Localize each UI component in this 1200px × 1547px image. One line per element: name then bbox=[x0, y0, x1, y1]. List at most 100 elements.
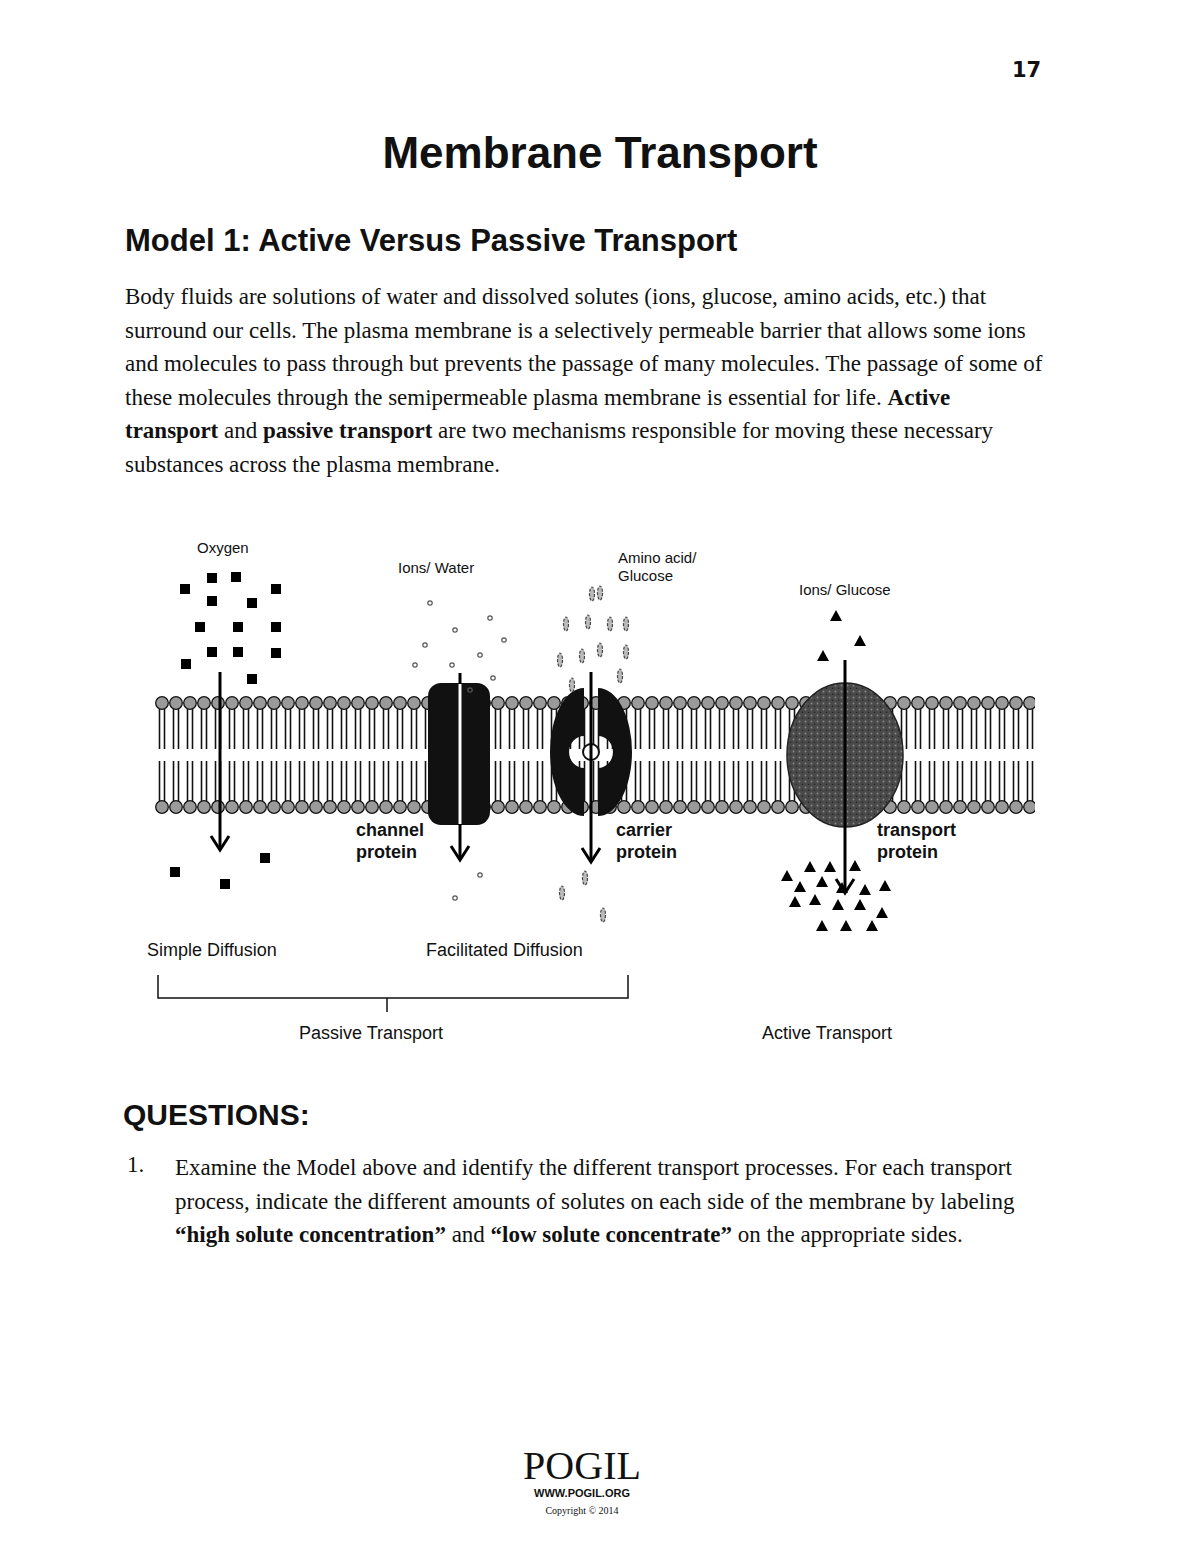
oxygen-molecule bbox=[170, 867, 180, 877]
ion-particle bbox=[450, 663, 454, 667]
bold-term: passive transport bbox=[263, 418, 432, 443]
page-title: Membrane Transport bbox=[0, 128, 1200, 178]
oxygen-molecule bbox=[207, 596, 217, 606]
bold-term: “high solute concentration” bbox=[175, 1222, 446, 1247]
question-number: 1. bbox=[127, 1151, 144, 1179]
ion-triangle bbox=[859, 884, 871, 895]
publisher-url: WWW.POGIL.ORG bbox=[432, 1487, 732, 1500]
glucose-molecule bbox=[624, 645, 629, 659]
oxygen-molecule bbox=[220, 879, 230, 889]
solute-label: Ions/ Glucose bbox=[799, 581, 891, 599]
protein-label: channel protein bbox=[356, 820, 448, 863]
ion-particle bbox=[423, 643, 427, 647]
glucose-molecule bbox=[583, 871, 588, 885]
oxygen-molecule bbox=[260, 853, 270, 863]
ion-particle bbox=[491, 676, 495, 680]
bold-term: “low solute concentrate” bbox=[491, 1222, 732, 1247]
oxygen-molecule bbox=[180, 584, 190, 594]
glucose-molecule bbox=[590, 587, 595, 601]
ion-triangle bbox=[866, 920, 878, 931]
bracket-line bbox=[386, 998, 388, 1012]
glucose-molecule bbox=[564, 617, 569, 631]
arrow-head bbox=[211, 836, 229, 850]
protein-label: carrier protein bbox=[616, 820, 708, 863]
oxygen-molecule bbox=[181, 659, 191, 669]
arrow-line bbox=[590, 672, 593, 862]
process-label: Simple Diffusion bbox=[147, 940, 277, 962]
glucose-molecule bbox=[624, 617, 629, 631]
arrow-line bbox=[459, 684, 462, 824]
ion-triangle bbox=[794, 881, 806, 892]
category-label: Passive Transport bbox=[299, 1023, 443, 1045]
question-text: on the appropriate sides. bbox=[738, 1222, 963, 1247]
glucose-molecule bbox=[608, 617, 613, 631]
channel-protein-shape bbox=[428, 683, 490, 825]
arrow-line bbox=[459, 673, 462, 860]
oxygen-molecule bbox=[207, 647, 217, 657]
paragraph-text: and bbox=[224, 418, 257, 443]
glucose-molecule bbox=[618, 669, 623, 683]
arrow-head bbox=[451, 846, 469, 860]
particles bbox=[170, 572, 891, 931]
ion-triangle bbox=[830, 610, 842, 621]
ion-particle bbox=[478, 653, 482, 657]
carrier-protein-shape bbox=[550, 688, 584, 816]
ion-triangle bbox=[817, 650, 829, 661]
solute-label: Ions/ Water bbox=[398, 559, 474, 577]
ion-particle bbox=[468, 688, 472, 692]
intro-paragraph: Body fluids are solutions of water and d… bbox=[125, 280, 1043, 481]
arrows bbox=[211, 660, 854, 893]
solute-label: Amino acid/ Glucose bbox=[618, 549, 728, 585]
arrow-line bbox=[844, 660, 847, 893]
oxygen-molecule bbox=[233, 647, 243, 657]
category-label: Active Transport bbox=[762, 1023, 892, 1045]
oxygen-molecule bbox=[207, 573, 217, 583]
ion-triangle bbox=[789, 896, 801, 907]
ion-triangle bbox=[854, 635, 866, 646]
ion-particle bbox=[453, 896, 457, 900]
ion-triangle bbox=[816, 920, 828, 931]
glucose-molecule bbox=[580, 649, 585, 663]
ion-triangle bbox=[816, 876, 828, 887]
oxygen-molecule bbox=[271, 622, 281, 632]
protein-label: transport protein bbox=[877, 820, 987, 863]
glucose-molecule bbox=[558, 653, 563, 667]
bracket bbox=[158, 975, 628, 1012]
ion-particle bbox=[413, 663, 417, 667]
bracket-line bbox=[158, 975, 628, 998]
oxygen-molecule bbox=[271, 648, 281, 658]
arrow-head bbox=[582, 848, 600, 862]
ion-triangle bbox=[849, 860, 861, 871]
solute-label: Oxygen bbox=[197, 539, 249, 557]
ion-triangle bbox=[840, 920, 852, 931]
glucose-molecule bbox=[560, 886, 565, 900]
ion-triangle bbox=[854, 899, 866, 910]
ion-particle bbox=[453, 628, 457, 632]
ion-particle bbox=[428, 601, 432, 605]
oxygen-molecule bbox=[247, 598, 257, 608]
arrow-head bbox=[836, 879, 854, 893]
glucose-molecule bbox=[598, 643, 603, 657]
oxygen-molecule bbox=[247, 674, 257, 684]
oxygen-molecule bbox=[271, 584, 281, 594]
questions-heading: QUESTIONS: bbox=[123, 1097, 310, 1133]
ion-triangle bbox=[824, 861, 836, 872]
ion-particle bbox=[488, 616, 492, 620]
carrier-protein-shape bbox=[598, 688, 632, 816]
question-text: Examine the Model above and identify the… bbox=[175, 1151, 1025, 1252]
publisher-logo: POGIL bbox=[432, 1442, 732, 1490]
ion-triangle bbox=[879, 880, 891, 891]
glucose-molecule bbox=[601, 908, 606, 922]
ion-triangle bbox=[809, 894, 821, 905]
ion-triangle bbox=[876, 907, 888, 918]
oxygen-molecule bbox=[231, 572, 241, 582]
page-number: 17 bbox=[1012, 58, 1041, 83]
process-label: Facilitated Diffusion bbox=[426, 940, 583, 962]
glucose-molecule bbox=[586, 615, 591, 629]
ion-particle bbox=[502, 638, 506, 642]
arrow-line bbox=[219, 672, 222, 850]
ion-triangle bbox=[832, 899, 844, 910]
question-text: and bbox=[452, 1222, 485, 1247]
section-heading: Model 1: Active Versus Passive Transport bbox=[125, 222, 737, 259]
